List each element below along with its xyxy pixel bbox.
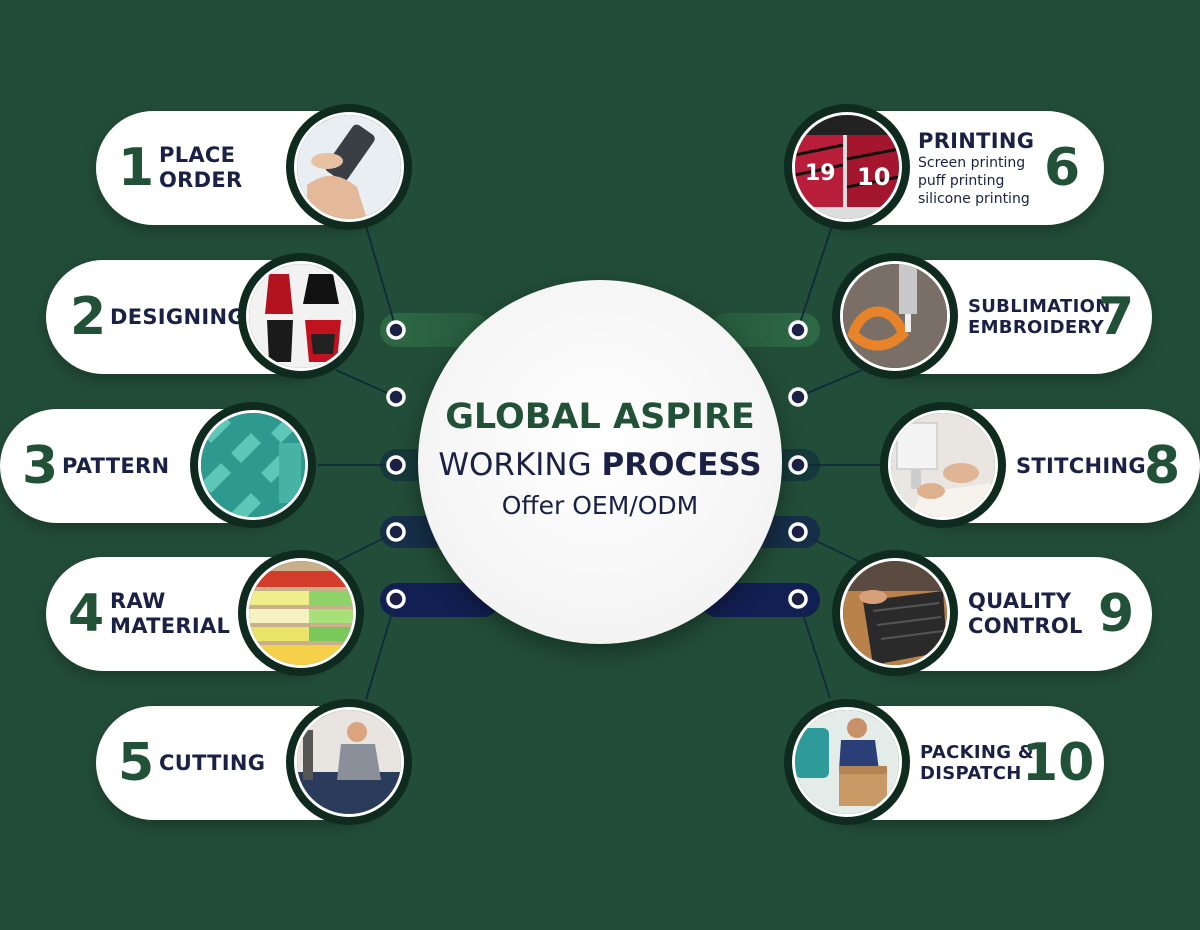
phone-hand-icon	[294, 112, 404, 222]
step-3-line1: PATTERN	[62, 453, 170, 478]
step-10-line1: PACKING &	[920, 742, 1034, 763]
svg-text:10: 10	[857, 163, 890, 191]
center-subtitle: WORKING PROCESS	[438, 447, 761, 483]
step-2-number: 2	[70, 287, 107, 347]
step-5-label: CUTTING	[159, 706, 265, 820]
step-4-label: RAW MATERIAL	[110, 557, 230, 671]
center-title: GLOBAL ASPIRE	[445, 396, 755, 437]
dot-left-5	[386, 589, 406, 609]
step-1-label: PLACE ORDER	[159, 111, 242, 225]
step-1-line2: ORDER	[159, 168, 243, 192]
step-6-sub3: silicone printing	[918, 190, 1030, 207]
dot-left-2	[386, 387, 406, 407]
step-6-sub1: Screen printing	[918, 154, 1026, 171]
step-1-line1: PLACE	[159, 143, 236, 167]
dot-left-4	[386, 522, 406, 542]
packing-box-icon	[792, 707, 902, 817]
cutting-worker-icon	[294, 707, 404, 817]
dot-right-1	[788, 320, 808, 340]
bar-right-5	[700, 583, 820, 617]
center-subtitle-regular: WORKING	[438, 446, 602, 483]
step-7-number: 7	[1098, 287, 1135, 347]
step-2-photo	[238, 253, 364, 379]
step-7-photo	[832, 253, 958, 379]
step-2-label: DESIGNING	[110, 260, 245, 374]
step-8-label: STITCHING	[1016, 409, 1146, 523]
bar-left-5	[380, 583, 500, 617]
center-offer: Offer OEM/ODM	[501, 490, 699, 520]
fabric-rolls-icon	[246, 558, 356, 668]
step-8-photo	[880, 402, 1006, 528]
pattern-fabric-icon	[198, 410, 308, 520]
step-1-photo	[286, 104, 412, 230]
bar-right-1	[710, 313, 820, 347]
step-1-number: 1	[118, 138, 155, 198]
step-6-sub2: puff printing	[918, 172, 1005, 189]
dot-left-3	[386, 455, 406, 475]
step-4-photo	[238, 550, 364, 676]
jersey-design-icon	[246, 261, 356, 371]
step-6-label: PRINTING Screen printing puff printing s…	[918, 111, 1034, 225]
step-3-number: 3	[22, 436, 59, 496]
dot-right-5	[788, 589, 808, 609]
step-10-photo	[784, 699, 910, 825]
dot-right-2	[788, 387, 808, 407]
dot-right-4	[788, 522, 808, 542]
step-5-line1: CUTTING	[159, 750, 266, 775]
step-9-line1: QUALITY	[968, 589, 1072, 613]
center-subtitle-bold: PROCESS	[601, 446, 762, 483]
step-4-line1: RAW	[110, 589, 166, 613]
dot-left-1	[386, 320, 406, 340]
step-7-line1: SUBLIMATION	[968, 296, 1111, 317]
step-9-line2: CONTROL	[968, 614, 1083, 638]
step-5-photo	[286, 699, 412, 825]
step-9-label: QUALITY CONTROL	[968, 557, 1083, 671]
bar-left-1	[380, 313, 490, 347]
sewing-machine-icon	[888, 410, 998, 520]
step-10-number: 10	[1022, 733, 1095, 793]
step-2-line1: DESIGNING	[110, 304, 245, 329]
step-9-number: 9	[1098, 584, 1135, 644]
step-6-line1: PRINTING	[918, 128, 1035, 153]
step-4-number: 4	[68, 584, 105, 644]
step-3-label: PATTERN	[62, 409, 169, 523]
dot-right-3	[788, 455, 808, 475]
step-6-number: 6	[1044, 138, 1081, 198]
svg-text:19: 19	[805, 161, 836, 186]
step-8-line1: STITCHING	[1016, 453, 1146, 478]
step-10-label: PACKING & DISPATCH	[920, 706, 1034, 820]
step-5-number: 5	[118, 733, 155, 793]
embroidery-machine-icon	[840, 261, 950, 371]
step-9-photo	[832, 550, 958, 676]
step-7-label: SUBLIMATION EMBROIDERY	[968, 260, 1111, 374]
step-8-number: 8	[1144, 436, 1181, 496]
step-3-photo	[190, 402, 316, 528]
quality-check-icon	[840, 558, 950, 668]
step-4-line2: MATERIAL	[110, 614, 231, 638]
step-7-line2: EMBROIDERY	[968, 317, 1104, 338]
step-10-line2: DISPATCH	[920, 763, 1022, 784]
center-title-circle: GLOBAL ASPIRE WORKING PROCESS Offer OEM/…	[418, 280, 782, 644]
